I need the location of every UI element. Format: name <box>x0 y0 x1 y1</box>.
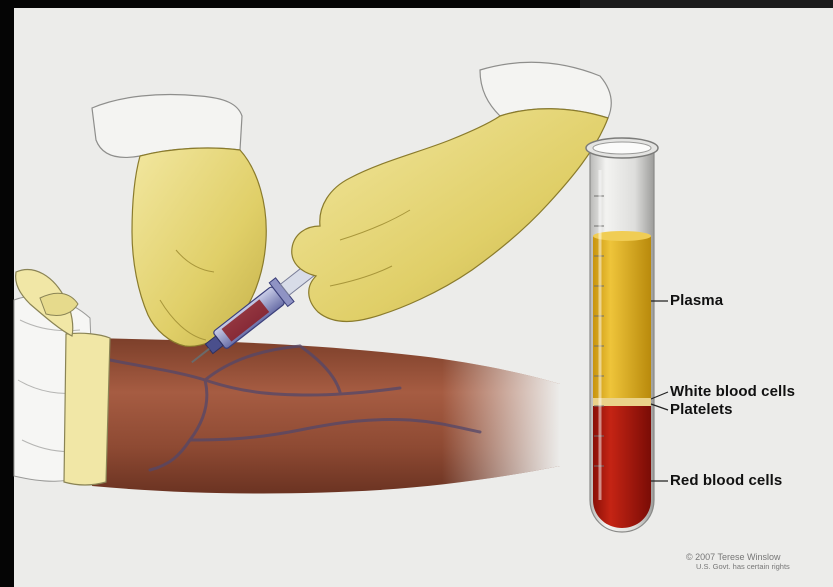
copyright-credit: © 2007 Terese Winslow U.S. Govt. has cer… <box>686 553 826 571</box>
test-tube <box>586 138 658 532</box>
platelets-label: Platelets <box>670 401 733 418</box>
red-blood-cells-layer <box>593 406 651 528</box>
plasma-layer <box>593 236 651 400</box>
plasma-label: Plasma <box>670 292 723 309</box>
buffy-coat-layer <box>593 398 651 406</box>
red-blood-cells-label: Red blood cells <box>670 472 782 489</box>
credit-line-2: U.S. Govt. has certain rights <box>686 562 826 571</box>
white-blood-cells-label: White blood cells <box>670 383 795 400</box>
right-glove <box>292 62 612 321</box>
credit-line-1: © 2007 Terese Winslow <box>686 553 826 562</box>
left-glove <box>92 95 266 347</box>
forearm <box>88 338 560 493</box>
